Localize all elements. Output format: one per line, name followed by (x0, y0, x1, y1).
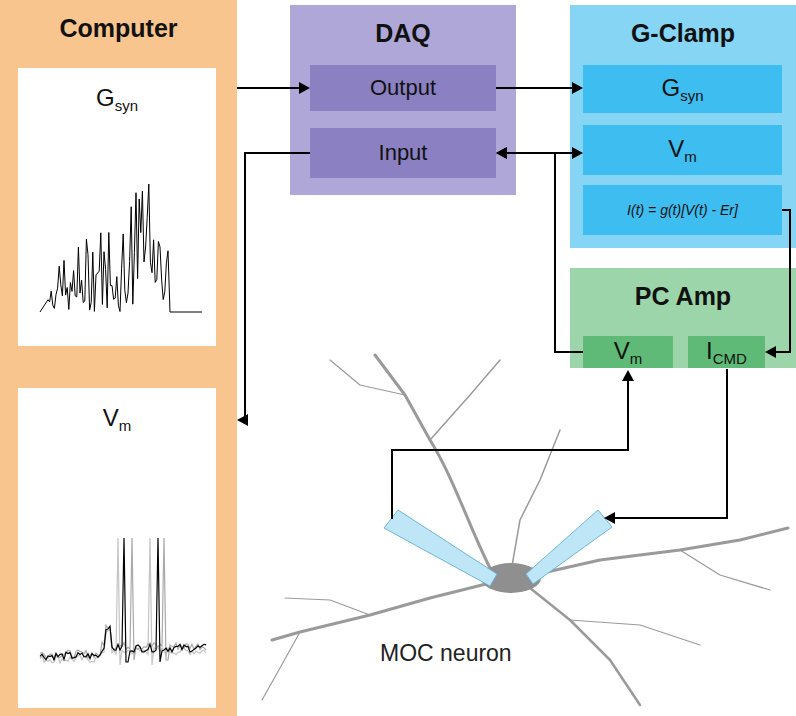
device-panel: PC AmpVm ICMD (570, 268, 796, 368)
arrow-head (604, 512, 615, 524)
signal-box: ICMD (688, 336, 765, 368)
voltage-trace (40, 538, 206, 662)
signal-label: Vm (18, 404, 216, 434)
plot-box: Gsyn (18, 68, 216, 346)
recording-wire (392, 380, 628, 519)
signal-box: Vm (583, 336, 673, 368)
signal-arrow (237, 87, 301, 89)
current-pipette (526, 510, 612, 584)
dendrite (272, 584, 486, 640)
neuron-label: MOC neuron (380, 640, 512, 667)
panel-title: Computer (0, 14, 237, 43)
voltage-traces (40, 538, 206, 665)
signal-box: Input (310, 128, 496, 178)
plot-box: Vm (18, 388, 216, 708)
arrow-head (496, 147, 507, 159)
arrow-head (572, 147, 583, 159)
signal-box: Gsyn (583, 65, 782, 113)
arrow-head (496, 147, 507, 159)
signal-arrow (505, 153, 583, 352)
dendrite (430, 360, 500, 440)
signal-arrow (496, 87, 574, 89)
neuron-dendrites (262, 355, 788, 705)
panel-title: G-Clamp (570, 19, 796, 48)
arrow-head (765, 346, 776, 358)
voltage-trace (40, 538, 206, 665)
signal-box: Output (310, 65, 496, 111)
arrow-head (237, 414, 248, 426)
arrow-head (622, 370, 634, 381)
device-panel: ComputerGsynVm (0, 0, 237, 716)
signal-label: Vm (614, 337, 643, 367)
recording-pipette (384, 510, 497, 586)
panel-title: PC Amp (570, 282, 796, 311)
signal-label: Vm (668, 135, 697, 165)
device-panel: G-ClampGsynVmI(t) = g(t)[V(t) - Er] (570, 5, 796, 248)
arrow-head (299, 82, 310, 94)
signal-label: Gsyn (18, 84, 216, 114)
signal-box: I(t) = g(t)[V(t) - Er] (583, 185, 782, 235)
dendrite (680, 550, 770, 590)
signal-label: Gsyn (661, 74, 703, 104)
signal-label: Input (379, 140, 428, 166)
signal-label: ICMD (706, 337, 747, 367)
device-panel: DAQ OutputInput (290, 5, 516, 195)
signal-label: I(t) = g(t)[V(t) - Er] (627, 202, 738, 218)
dendrite (530, 588, 640, 705)
signal-box: Vm (583, 125, 782, 175)
dendrite (330, 360, 405, 395)
signal-arrow (774, 210, 790, 352)
command-wire (614, 369, 727, 518)
signal-label: Output (370, 75, 436, 101)
conductance-trace (40, 184, 202, 312)
panel-title: DAQ (290, 19, 516, 48)
dendrite (570, 620, 700, 645)
dendrite (285, 598, 370, 615)
arrow-head (572, 82, 583, 94)
signal-arrow (245, 153, 310, 420)
dendrite (262, 632, 300, 700)
